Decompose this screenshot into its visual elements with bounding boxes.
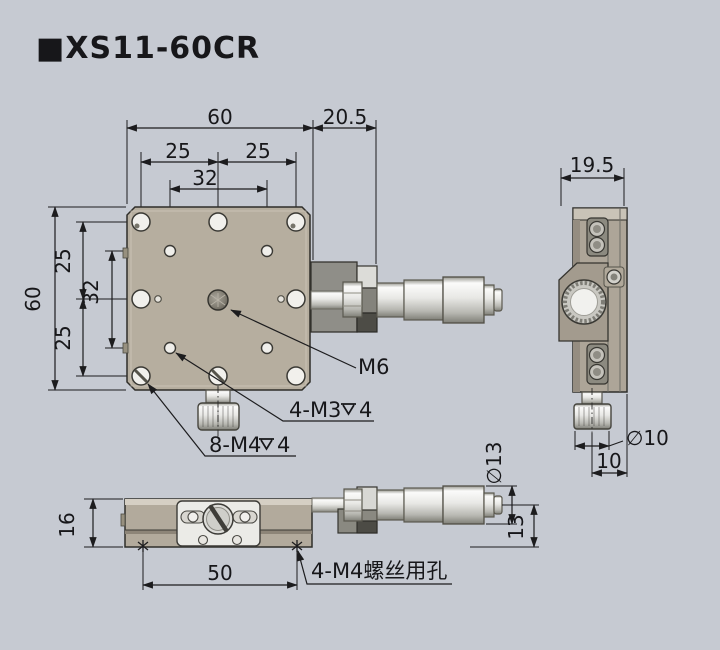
dim-inner-h: 32 xyxy=(192,166,217,190)
m3-hole-group xyxy=(163,244,274,355)
label-clearance-holes: 4-M4螺丝用孔 xyxy=(311,559,447,583)
front-view: 60 20.5 25 25 32 60 25 32 25 xyxy=(21,105,503,457)
nut-facets xyxy=(344,499,362,512)
m4-hole xyxy=(286,289,306,309)
set-screw-center xyxy=(593,241,601,249)
micrometer-tip xyxy=(493,288,503,312)
knob-face xyxy=(570,288,598,316)
knob-dia-leader xyxy=(608,440,624,447)
dim-depth: 19.5 xyxy=(570,153,615,177)
micrometer-thimble xyxy=(442,485,485,525)
micrometer-front xyxy=(310,261,503,333)
dim-width: 60 xyxy=(207,105,232,129)
screw-slot xyxy=(210,368,226,384)
set-screw-center xyxy=(593,351,601,359)
slot-hole xyxy=(187,511,199,523)
m3-hole xyxy=(260,244,274,258)
dim-span: 50 xyxy=(207,561,232,585)
leader-m3 xyxy=(175,352,374,422)
main-screw-slot xyxy=(208,504,229,533)
label-m3-depth: 4 xyxy=(359,398,372,422)
small-hole xyxy=(197,534,209,546)
micrometer-bottom xyxy=(311,485,503,534)
side-screw-center xyxy=(610,273,618,281)
m4-hole xyxy=(286,366,306,386)
lock-nut xyxy=(343,488,363,522)
foot-knob xyxy=(197,402,240,431)
micrometer-barrel xyxy=(403,279,444,321)
nut-facets xyxy=(343,292,362,307)
ext-lines-thimble xyxy=(470,485,539,548)
bottom-view: 16 xyxy=(55,442,539,590)
micrometer-end xyxy=(483,284,495,316)
m3-hole xyxy=(260,341,274,355)
leader-clearance xyxy=(297,550,452,585)
label-m4-depth: 4 xyxy=(277,433,290,457)
micrometer-barrel xyxy=(403,487,444,523)
pin-hole xyxy=(277,295,285,303)
m3-hole xyxy=(163,341,177,355)
leader-m6 xyxy=(230,309,357,369)
dim-height: 60 xyxy=(21,286,45,311)
depth-symbol xyxy=(259,438,274,451)
micrometer-thimble xyxy=(442,276,485,324)
extension-lines-left xyxy=(48,206,165,391)
bracket-step-dark xyxy=(356,520,378,534)
edge-tab xyxy=(122,247,129,259)
lock-nut xyxy=(342,281,363,318)
m4-position-mark xyxy=(137,540,149,552)
m4-hole-group xyxy=(131,212,306,386)
m4-hole xyxy=(208,212,228,232)
leader-m4 xyxy=(147,383,296,457)
edge-tab xyxy=(120,513,126,527)
label-m6: M6 xyxy=(358,355,389,379)
dim-body-height: 16 xyxy=(55,512,79,537)
micrometer-end xyxy=(483,492,495,518)
set-screw-center xyxy=(593,368,601,376)
plate-inner-highlight xyxy=(130,210,307,387)
bracket-step-dark xyxy=(356,312,378,333)
edge-tab xyxy=(122,342,129,354)
hole-detail-dot xyxy=(290,223,296,229)
dim-thimble-dia: ∅13 xyxy=(482,442,506,485)
spindle-shaft xyxy=(310,290,346,310)
m4-hole xyxy=(131,289,151,309)
small-hole xyxy=(231,534,243,546)
knob-knurl-ring xyxy=(563,281,605,323)
pin-hole xyxy=(154,295,162,303)
ext-lines-knob xyxy=(574,394,628,477)
side-foot-knob xyxy=(573,403,612,430)
label-m4: 8-M4 xyxy=(209,433,261,457)
depth-symbol xyxy=(341,403,356,416)
m3-hole xyxy=(163,244,177,258)
micrometer-sleeve xyxy=(376,282,405,318)
drawing-title: ■XS11-60CR xyxy=(36,31,260,66)
dim-pitch-right: 25 xyxy=(245,139,270,163)
hole-detail-dot xyxy=(134,223,140,229)
dim-pitch-left: 25 xyxy=(165,139,190,163)
slot-hole xyxy=(239,511,251,523)
side-foot-knurl xyxy=(578,407,605,426)
screw-slot xyxy=(133,368,149,384)
label-m3: 4-M3 xyxy=(289,398,341,422)
dim-pitch-bottom: 25 xyxy=(51,325,75,350)
dim-offset: 20.5 xyxy=(323,105,368,129)
m4-hole xyxy=(131,212,151,232)
m4-position-mark xyxy=(291,540,303,552)
micrometer-tip xyxy=(493,495,503,515)
side-view: 19.5 ∅10 10 xyxy=(558,153,669,477)
m6-knurl-texture xyxy=(210,293,226,307)
dim-knob-dia: ∅10 xyxy=(626,426,669,450)
micrometer-sleeve xyxy=(376,489,405,521)
dim-axis-height: 13 xyxy=(504,514,528,539)
m4-hole xyxy=(286,212,306,232)
set-screw-center xyxy=(593,225,601,233)
dim-inner-v: 32 xyxy=(79,279,103,304)
dim-knob-offset: 10 xyxy=(596,449,621,473)
dim-pitch-top: 25 xyxy=(51,248,75,273)
